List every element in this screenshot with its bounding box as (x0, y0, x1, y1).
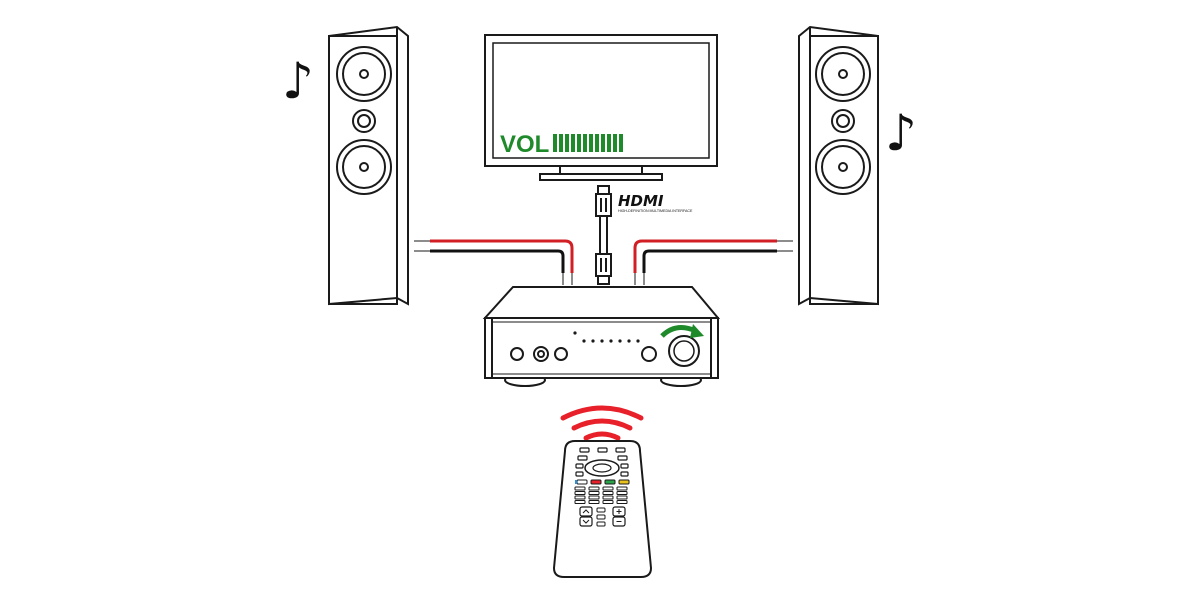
remote-number-button[interactable] (602, 486, 614, 491)
remote-number-button[interactable] (616, 495, 628, 500)
remote-yellow-button[interactable] (618, 479, 630, 485)
amp-indicator-light (591, 339, 595, 343)
chevron-up-icon (582, 509, 590, 514)
remote-number-button[interactable] (574, 491, 586, 495)
hdmi-cable (595, 185, 612, 285)
remote-number-button[interactable] (616, 500, 628, 504)
remote-button[interactable] (617, 455, 628, 461)
right-music-note-icon: ♪ (885, 104, 917, 162)
amp-indicator-light (609, 339, 613, 343)
volume-segment (553, 134, 557, 152)
volume-segment (595, 134, 599, 152)
remote-button[interactable] (596, 521, 606, 527)
remote-button[interactable] (615, 447, 626, 453)
remote-button[interactable] (620, 471, 629, 477)
hdmi-tagline: HIGH-DEFINITION MULTIMEDIA INTERFACE (618, 209, 693, 213)
remote-number-button[interactable] (588, 491, 600, 495)
remote-button[interactable] (620, 463, 629, 469)
volume-segment (619, 134, 623, 152)
remote-button[interactable] (577, 455, 588, 461)
remote-button[interactable] (596, 507, 606, 513)
amp-indicator-light (618, 339, 622, 343)
volume-segment (565, 134, 569, 152)
volume-up-arrow-icon (660, 324, 704, 338)
amp-indicator-light (627, 339, 631, 343)
amp-side-right (710, 317, 719, 379)
volume-segment (559, 134, 563, 152)
remote-channel-up-button[interactable] (579, 506, 593, 517)
amp-selector-knob[interactable] (641, 346, 657, 362)
remote-number-button[interactable] (602, 495, 614, 500)
remote-control (552, 440, 653, 578)
remote-number-button[interactable] (574, 500, 586, 504)
tv-stand (539, 173, 663, 181)
remote-number-button[interactable] (588, 500, 600, 504)
remote-button[interactable] (575, 471, 584, 477)
plus-icon (616, 509, 622, 514)
volume-segment (577, 134, 581, 152)
volume-segment (613, 134, 617, 152)
remote-button[interactable] (597, 447, 608, 453)
hdmi-logo-text: HDMI (618, 192, 664, 210)
amp-power-button[interactable] (510, 347, 524, 361)
chevron-down-icon (582, 519, 590, 524)
volume-segment (589, 134, 593, 152)
amp-indicator-light (600, 339, 604, 343)
tv-neck (559, 165, 643, 175)
remote-number-button[interactable] (616, 491, 628, 495)
amp-indicator-light (636, 339, 640, 343)
remote-button[interactable] (576, 479, 588, 485)
tv: VOL (484, 34, 718, 181)
volume-label: VOL (500, 131, 549, 158)
remote-number-button[interactable] (616, 486, 628, 491)
remote-number-button[interactable] (602, 491, 614, 495)
remote-red-button[interactable] (590, 479, 602, 485)
remote-number-button[interactable] (574, 495, 586, 500)
left-speaker (328, 25, 409, 306)
remote-number-button[interactable] (588, 495, 600, 500)
amp-indicator-light (573, 331, 577, 335)
right-speaker (798, 25, 879, 306)
remote-channel-down-button[interactable] (579, 516, 593, 527)
left-music-note-icon: ♪ (282, 52, 314, 110)
amp-input-button[interactable] (554, 347, 568, 361)
remote-button[interactable] (575, 463, 584, 469)
left-speaker-cable (414, 239, 574, 285)
remote-blue-accent (575, 480, 577, 484)
amp-indicator-lights (573, 331, 640, 343)
remote-signal-waves-icon (560, 405, 644, 441)
remote-number-button[interactable] (602, 500, 614, 504)
amplifier (482, 286, 721, 387)
amp-top (482, 286, 721, 319)
remote-number-button[interactable] (574, 486, 586, 491)
amp-indicator-light (582, 339, 586, 343)
right-speaker-cable (633, 239, 793, 285)
hdmi-logo: HDMI HIGH-DEFINITION MULTIMEDIA INTERFAC… (618, 192, 693, 213)
remote-ok-button[interactable] (592, 463, 612, 473)
volume-segment (601, 134, 605, 152)
remote-green-button[interactable] (604, 479, 616, 485)
volume-segment (571, 134, 575, 152)
volume-bar (553, 134, 623, 152)
amp-side-left (484, 317, 493, 379)
remote-button[interactable] (596, 514, 606, 520)
remote-button[interactable] (579, 447, 590, 453)
volume-segment (607, 134, 611, 152)
remote-number-pad (574, 486, 628, 504)
remote-number-button[interactable] (588, 486, 600, 491)
volume-segment (583, 134, 587, 152)
